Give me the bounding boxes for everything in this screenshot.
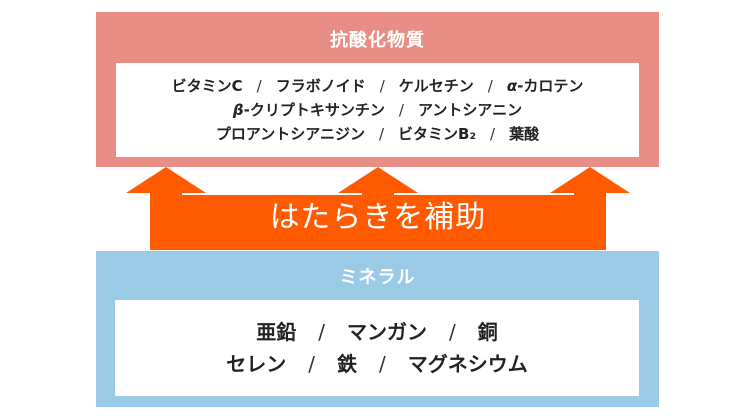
- up-arrow-center: [338, 167, 418, 250]
- antioxidant-item: 葉酸: [509, 125, 540, 143]
- mineral-item: 銅: [477, 320, 498, 344]
- antioxidant-item: ビタミンC: [171, 77, 243, 95]
- antioxidants-row-3: プロアントシアニジン / ビタミンB₂ / 葉酸: [216, 122, 539, 146]
- mineral-item: 亜鉛: [256, 320, 297, 344]
- minerals-title: ミネラル: [339, 267, 416, 288]
- separator: /: [490, 125, 496, 143]
- separator: /: [256, 77, 262, 95]
- up-arrow-right: [550, 167, 630, 250]
- antioxidant-item: α-カロテン: [506, 77, 584, 95]
- separator: /: [318, 320, 325, 344]
- up-arrow-left: [126, 167, 206, 250]
- antioxidant-item: フラボノイド: [275, 77, 366, 95]
- antioxidant-item: β-クリプトキサンチン: [232, 101, 385, 119]
- separator: /: [449, 320, 456, 344]
- minerals-row-1: 亜鉛 / マンガン / 銅: [256, 316, 498, 348]
- arrow-label: はたらきを補助: [269, 200, 487, 235]
- mineral-item: マグネシウム: [407, 352, 528, 376]
- minerals-list: 亜鉛 / マンガン / 銅 セレン / 鉄 / マグネシウム: [115, 300, 639, 396]
- minerals-row-2: セレン / 鉄 / マグネシウム: [226, 348, 528, 380]
- mineral-item: セレン: [226, 352, 287, 376]
- separator: /: [379, 352, 386, 376]
- mineral-item: 鉄: [337, 352, 357, 376]
- separator: /: [308, 352, 315, 376]
- antioxidants-panel: 抗酸化物質 ビタミンC / フラボノイド / ケルセチン / α-カロテン β-クリプトキサ…: [96, 12, 659, 167]
- antioxidant-item: ケルセチン: [398, 77, 474, 95]
- antioxidants-row-1: ビタミンC / フラボノイド / ケルセチン / α-カロテン: [172, 74, 584, 98]
- separator: /: [398, 101, 404, 119]
- antioxidants-list: ビタミンC / フラボノイド / ケルセチン / α-カロテン β-クリプトキサンチン / アン…: [116, 63, 639, 157]
- separator: /: [379, 77, 385, 95]
- separator: /: [487, 77, 493, 95]
- antioxidants-row-2: β-クリプトキサンチン / アントシアニン: [233, 98, 522, 122]
- separator: /: [378, 125, 385, 143]
- antioxidant-item: アントシアニン: [417, 101, 523, 119]
- minerals-panel: ミネラル 亜鉛 / マンガン / 銅 セレン / 鉄 / マグネシウム: [96, 251, 659, 407]
- antioxidants-title: 抗酸化物質: [330, 30, 425, 51]
- mineral-item: マンガン: [347, 320, 427, 344]
- antioxidant-item: ビタミンB₂: [398, 125, 477, 143]
- antioxidant-item: プロアントシアニジン: [215, 125, 365, 143]
